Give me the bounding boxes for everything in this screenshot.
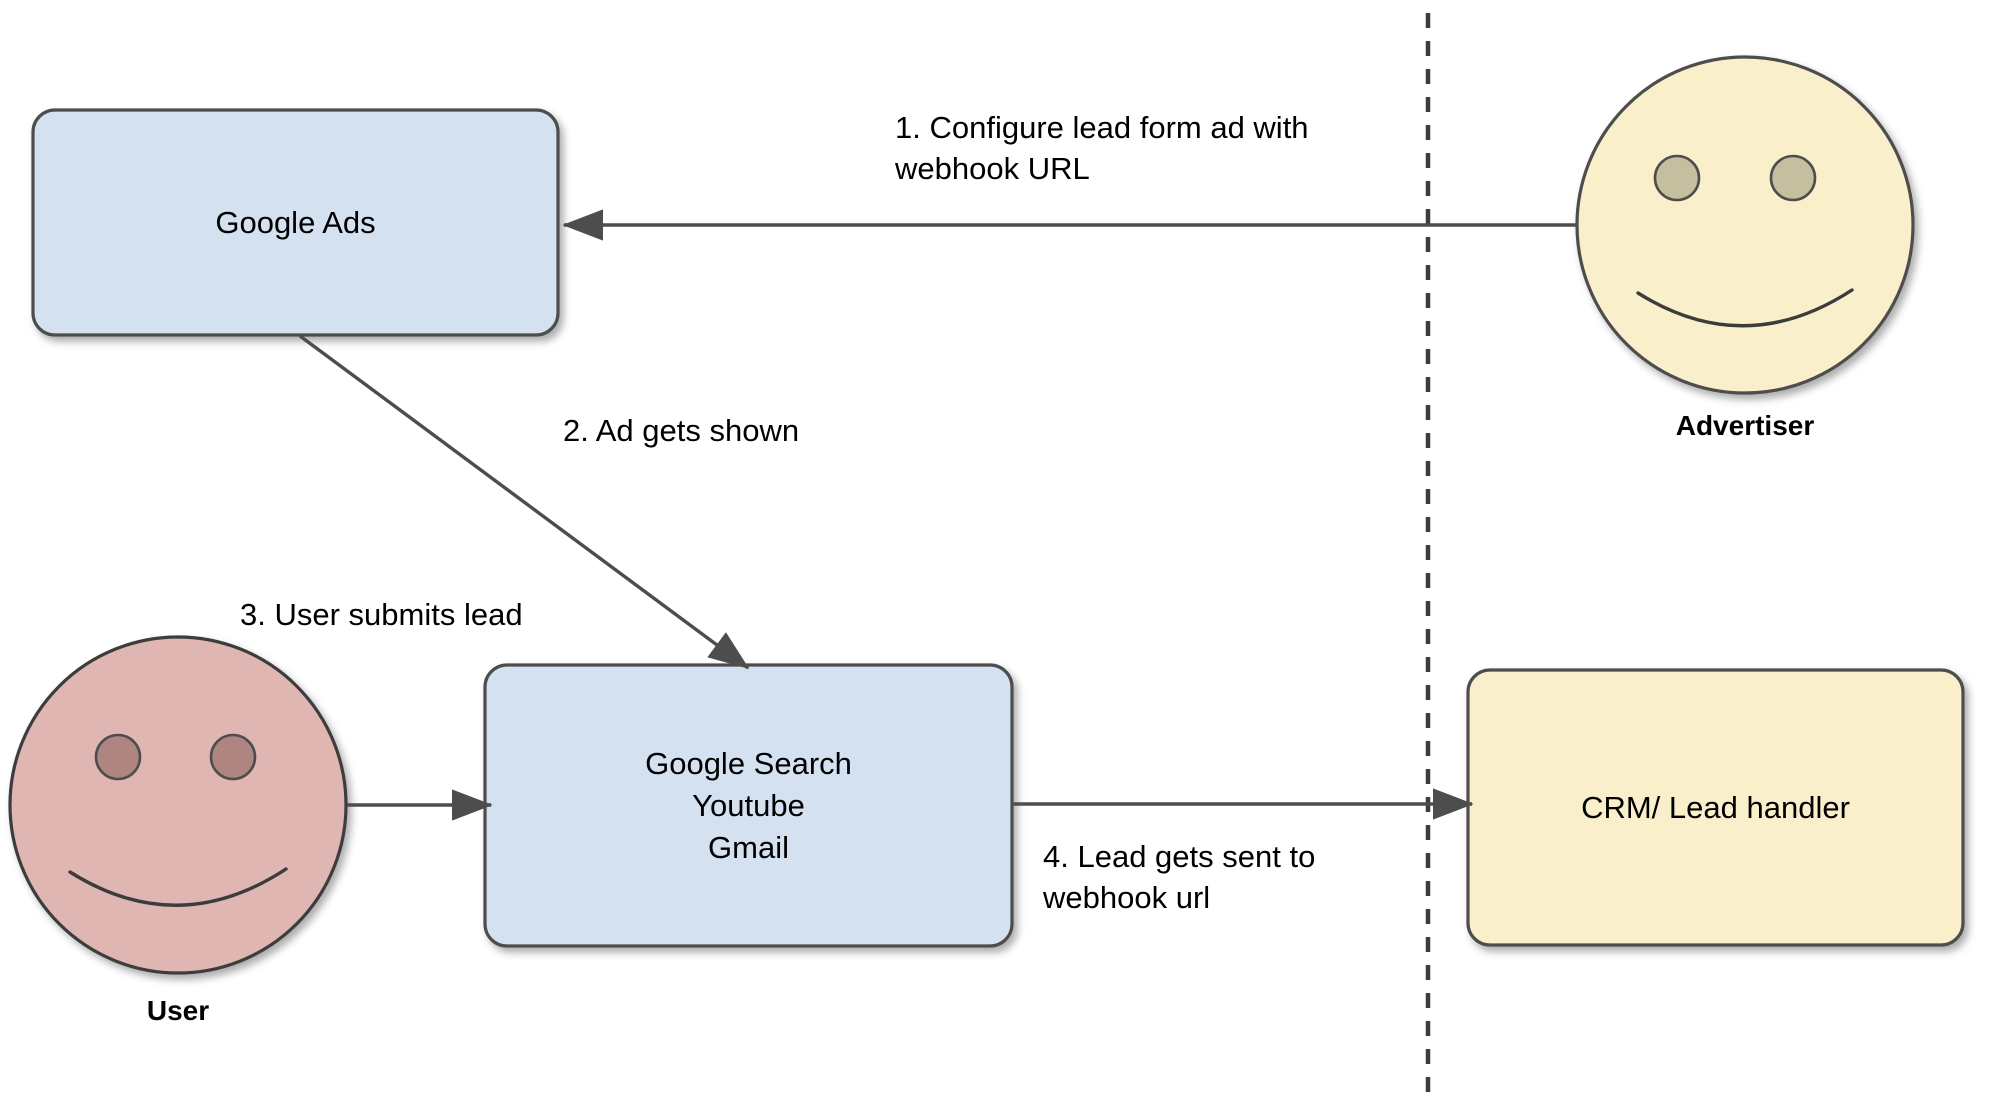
user-left-eye-icon (94, 733, 142, 781)
advertiser-right-eye-icon (1769, 154, 1817, 202)
edge-google-ads-to-surfaces (298, 334, 750, 670)
edge-label-step-3: 3. User submits lead (240, 597, 523, 632)
google-ads-node[interactable] (31, 108, 560, 337)
advertiser-actor[interactable] (1575, 55, 1915, 395)
advertiser-caption: Advertiser (1675, 410, 1815, 441)
advertiser-smile-icon (1636, 288, 1854, 328)
edge-label-step-2: 2. Ad gets shown (563, 413, 800, 448)
edge-label-step-1: 1. Configure lead form ad with webhook U… (895, 110, 1309, 186)
user-right-eye-icon (209, 733, 257, 781)
crm-node[interactable] (1466, 668, 1965, 947)
google-surfaces-node[interactable] (483, 663, 1014, 948)
edge-label-step-4: 4. Lead gets sent to webhook url (1043, 839, 1316, 915)
user-face-icon (8, 635, 348, 975)
user-smile-icon (68, 867, 288, 907)
user-caption: User (146, 995, 210, 1026)
advertiser-face-icon (1575, 55, 1915, 395)
user-actor[interactable] (8, 635, 348, 975)
advertiser-left-eye-icon (1653, 154, 1701, 202)
